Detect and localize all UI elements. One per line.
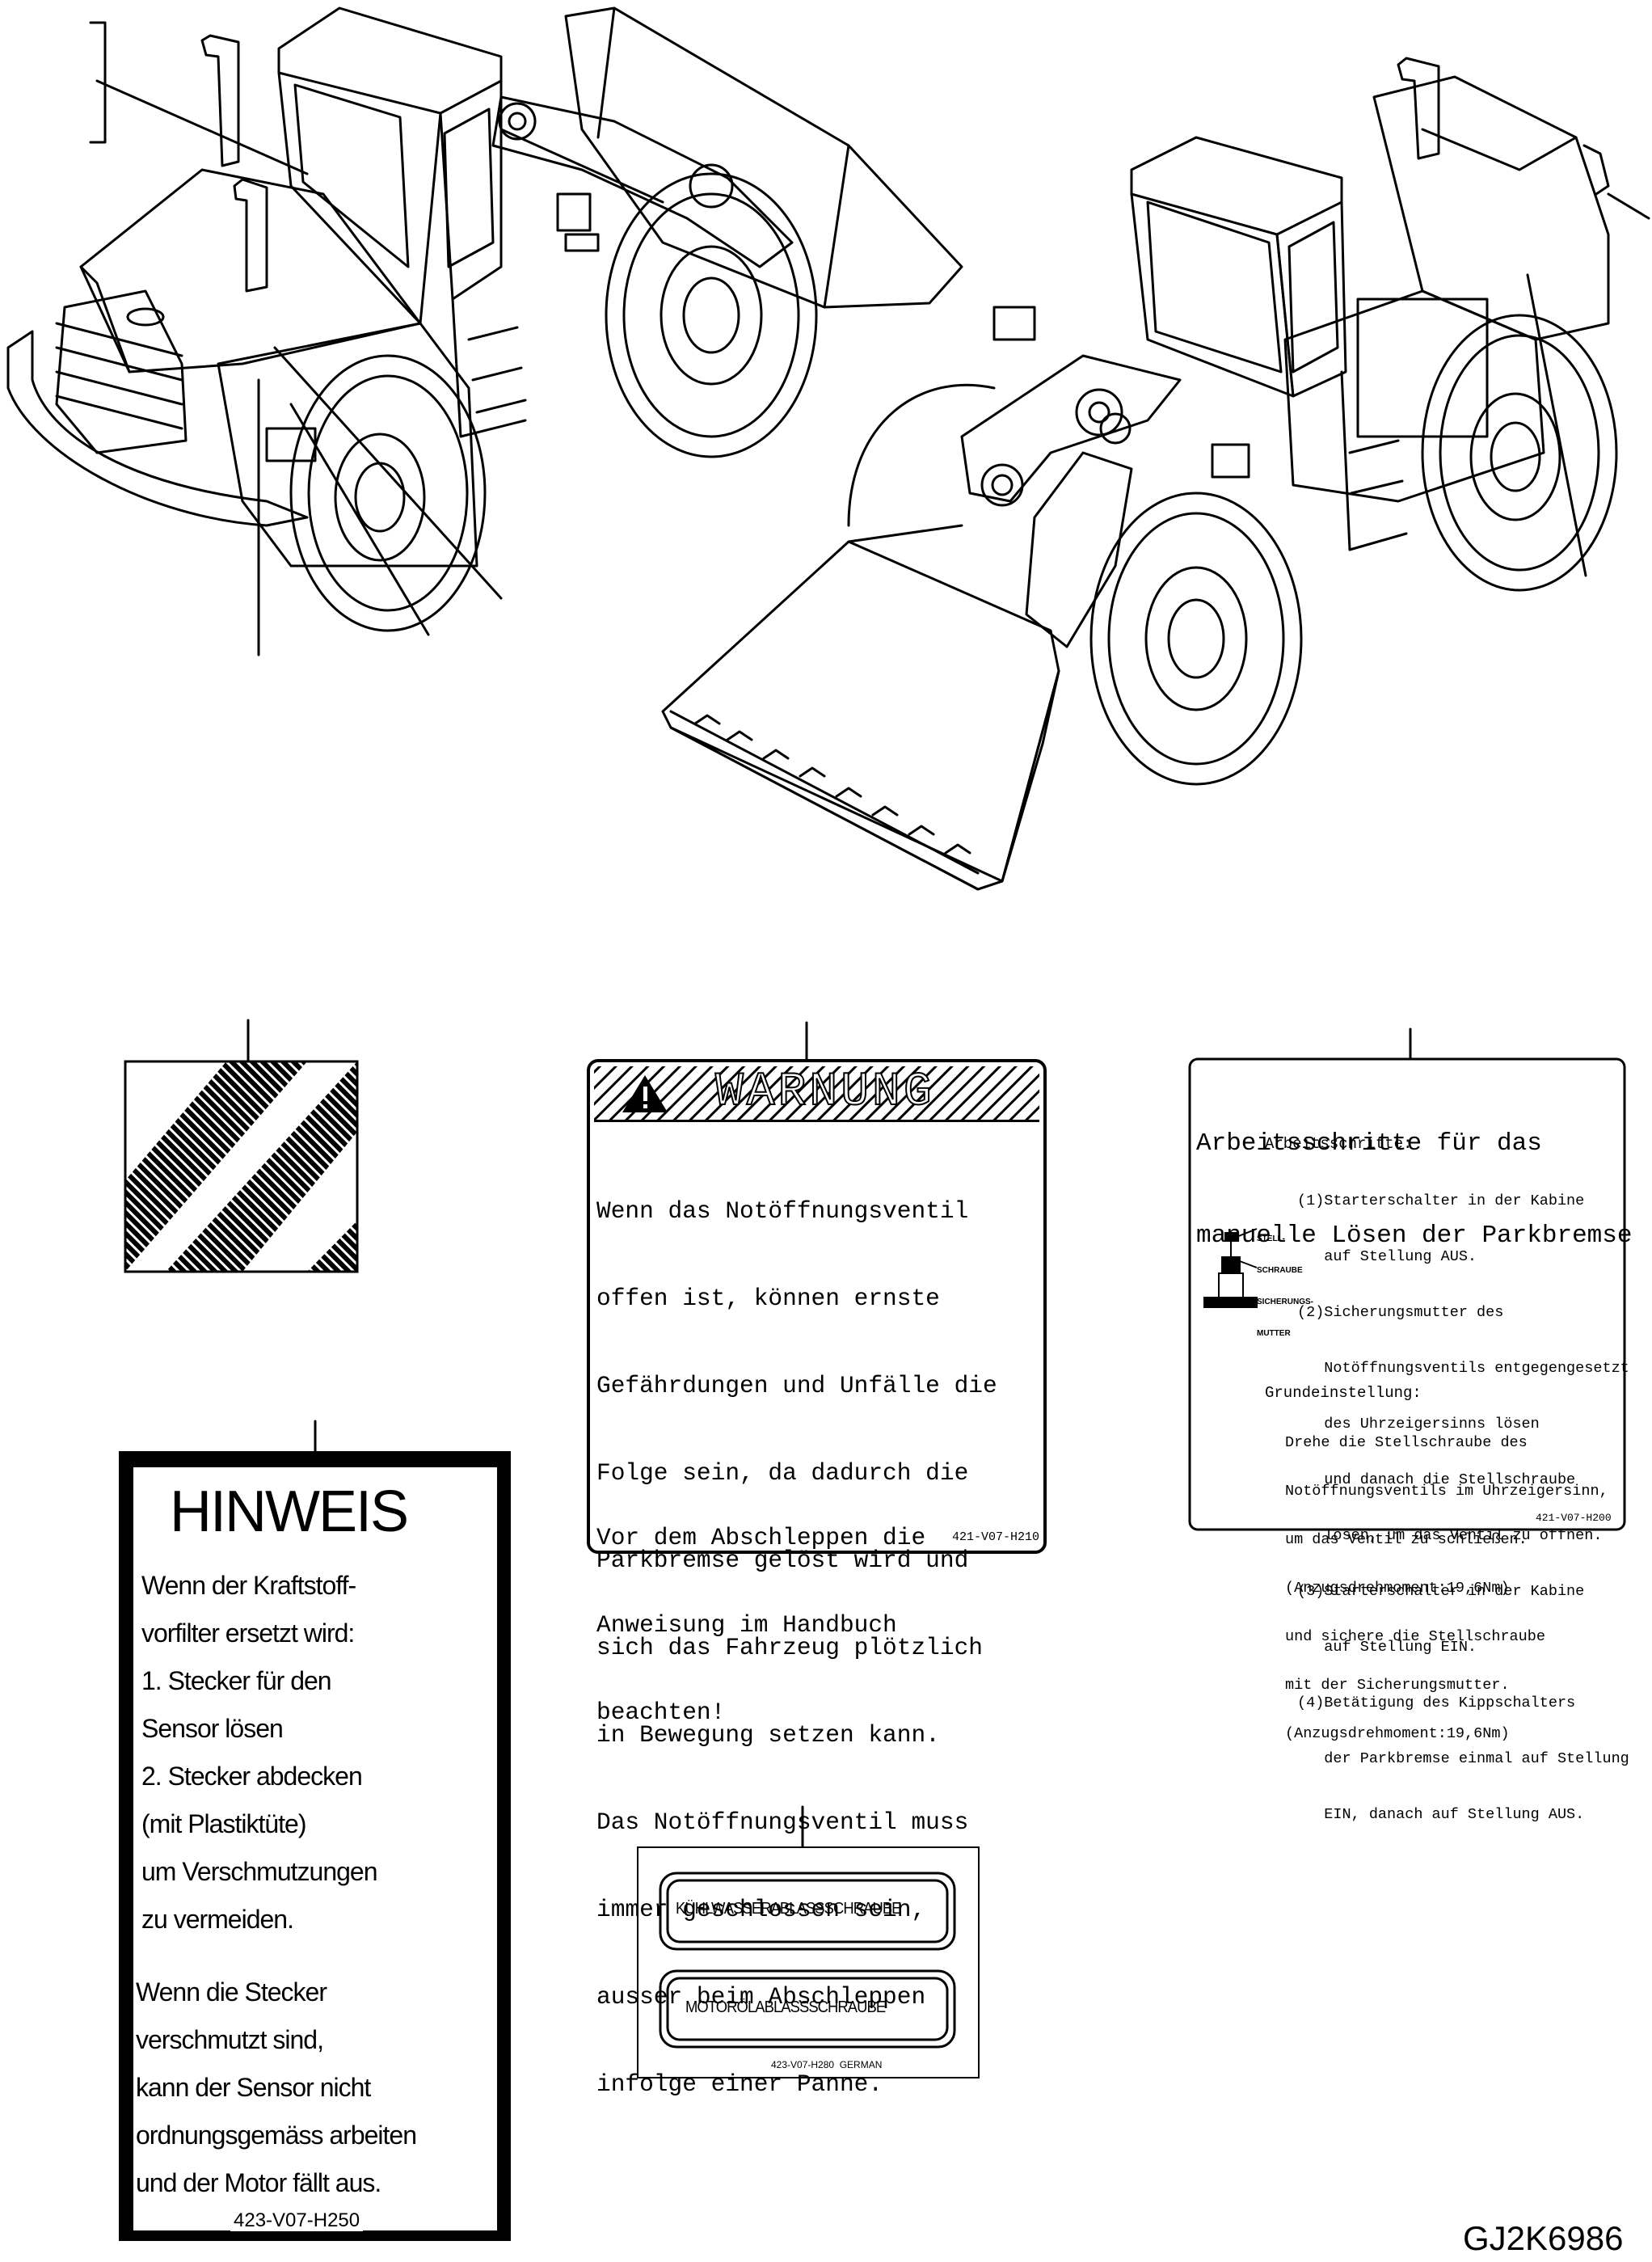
parking-basic-line: mit der Sicherungsmutter. bbox=[1285, 1677, 1510, 1694]
stripe-warning-label bbox=[124, 1060, 359, 1273]
wheel-loader-rear-view bbox=[6, 6, 963, 656]
notice-line: vorfilter ersetzt wird: bbox=[141, 1618, 355, 1648]
oil-drain-text: MOTORÖLABLASSSCHRAUBE bbox=[685, 1998, 886, 2016]
parking-step-line: und danach die Stellschraube bbox=[1297, 1471, 1576, 1488]
notice-line: und der Motor fällt aus. bbox=[136, 2168, 381, 2197]
warning-line: Wenn das Notöffnungsventil bbox=[596, 1197, 969, 1225]
warning-line: infolge einer Panne. bbox=[596, 2070, 883, 2098]
parking-step-line: auf Stellung AUS. bbox=[1297, 1248, 1477, 1265]
warning-line: Das Notöffnungsventil muss bbox=[596, 1808, 969, 1836]
notice-line: um Verschmutzungen bbox=[141, 1857, 377, 1886]
parking-basic: Drehe die Stellschraube des Notöffnungsv… bbox=[1285, 1403, 1608, 1758]
notice-line: 2. Stecker abdecken bbox=[141, 1762, 363, 1791]
parking-step-line: (2)Sicherungsmutter des bbox=[1297, 1304, 1504, 1321]
coolant-drain-text: KÜHLWASSERABLASSSCHRAUBE bbox=[676, 1900, 901, 1918]
parking-step-line: (4)Betätigung des Kippschalters bbox=[1297, 1694, 1576, 1711]
notice-code: 423-V07-H250 bbox=[230, 2210, 364, 2231]
warning-line: Vor dem Abschleppen die bbox=[596, 1524, 926, 1551]
notice-line: 1. Stecker für den bbox=[141, 1666, 332, 1695]
parking-basic-line: (Anzugsdrehmoment:19,6Nm) bbox=[1285, 1725, 1510, 1742]
warning-body-2: Vor dem Abschleppen die Anweisung im Han… bbox=[596, 1465, 925, 1756]
parking-title: Arbeitsschritte für das manuelle Lösen d… bbox=[1196, 1067, 1633, 1282]
parking-basic-line: (Anzugsdrehmoment:19,6Nm) bbox=[1285, 1580, 1510, 1597]
drain-label-frame bbox=[637, 1846, 980, 2078]
warning-code: 421-V07-H210 bbox=[952, 1530, 1040, 1544]
parking-step-line: auf Stellung EIN. bbox=[1297, 1639, 1477, 1656]
parking-basic-line: und sichere die Stellschraube bbox=[1285, 1628, 1545, 1645]
valve-label: STELL- bbox=[1257, 1234, 1285, 1243]
warning-body: Wenn das Notöffnungsventil offen ist, kö… bbox=[596, 1138, 997, 2128]
warning-line: ausser beim Abschleppen bbox=[596, 1983, 926, 2011]
parking-title-line: manuelle Lösen der Parkbremse bbox=[1196, 1222, 1633, 1250]
parking-basic-line: Notöffnungsventils im Uhrzeigersinn, bbox=[1285, 1483, 1608, 1500]
parking-step-line: des Uhrzeigersinns lösen bbox=[1297, 1416, 1540, 1433]
warning-line: Anweisung im Handbuch bbox=[596, 1611, 897, 1639]
parking-basic-heading: Grundeinstellung: bbox=[1265, 1384, 1422, 1402]
parking-basic-line: um das Ventil zu schließen. bbox=[1285, 1531, 1528, 1548]
notice-body-2: Wenn die Stecker verschmutzt sind, kann … bbox=[136, 1969, 417, 2207]
parking-steps: (1)Starterschalter in der Kabine auf Ste… bbox=[1297, 1154, 1629, 1842]
notice-line: Wenn der Kraftstoff- bbox=[141, 1571, 356, 1600]
warning-line: Folge sein, da dadurch die bbox=[596, 1459, 969, 1487]
valve-label: SICHERUNGS- bbox=[1257, 1298, 1314, 1306]
notice-line: kann der Sensor nicht bbox=[136, 2073, 371, 2102]
warning-line: immer geschlossen sein, bbox=[596, 1896, 926, 1923]
valve-label: MUTTER bbox=[1257, 1329, 1291, 1338]
valve-icon bbox=[1203, 1228, 1258, 1308]
parking-step-line: der Parkbremse einmal auf Stellung bbox=[1297, 1750, 1629, 1767]
parking-step-line: lösen, um das Ventil zu öffnen. bbox=[1297, 1527, 1603, 1544]
parking-brake-label-frame bbox=[1188, 1057, 1626, 1531]
warning-line: Gefährdungen und Unfälle die bbox=[596, 1372, 997, 1399]
notice-line: zu vermeiden. bbox=[141, 1905, 294, 1934]
notice-label-frame bbox=[119, 1451, 511, 2241]
drain-code: 423-V07-H280 GERMAN bbox=[771, 2059, 883, 2070]
warning-line: Parkbremse gelöst wird und bbox=[596, 1547, 969, 1574]
valve-diagram-labels: STELL- SCHRAUBE SICHERUNGS- MUTTER bbox=[1257, 1213, 1313, 1349]
warning-title: WARNUNG bbox=[714, 1066, 935, 1120]
parking-code: 421-V07-H200 bbox=[1536, 1512, 1612, 1524]
warning-label-frame bbox=[587, 1059, 1047, 1554]
parking-step-line: (3)Starterschalter in der Kabine bbox=[1297, 1583, 1585, 1600]
drawing-code: GJ2K6986 bbox=[1463, 2219, 1624, 2257]
notice-line: verschmutzt sind, bbox=[136, 2025, 324, 2054]
parking-step-line: EIN, danach auf Stellung AUS. bbox=[1297, 1806, 1585, 1823]
warning-line: offen ist, können ernste bbox=[596, 1285, 940, 1312]
wheel-loader-front-view bbox=[661, 57, 1650, 891]
notice-line: (mit Plastiktüte) bbox=[141, 1809, 306, 1838]
notice-title: HINWEIS bbox=[170, 1479, 409, 1544]
warning-line: beachten! bbox=[596, 1699, 726, 1726]
parking-step-line: (1)Starterschalter in der Kabine bbox=[1297, 1192, 1585, 1209]
valve-label: SCHRAUBE bbox=[1257, 1266, 1303, 1275]
parking-basic-line: Drehe die Stellschraube des bbox=[1285, 1434, 1528, 1451]
notice-line: Wenn die Stecker bbox=[136, 1977, 327, 2007]
notice-body-1: Wenn der Kraftstoff- vorfilter ersetzt w… bbox=[141, 1562, 377, 1943]
notice-line: ordnungsgemäss arbeiten bbox=[136, 2121, 417, 2150]
warning-line: sich das Fahrzeug plötzlich bbox=[596, 1634, 983, 1661]
parking-title-line: Arbeitsschritte für das bbox=[1196, 1129, 1542, 1158]
parking-steps-heading: Arbeitsschritte: bbox=[1265, 1135, 1413, 1153]
notice-line: Sensor lösen bbox=[141, 1714, 284, 1743]
warning-line: in Bewegung setzen kann. bbox=[596, 1721, 940, 1749]
parking-step-line: Notöffnungsventils entgegengesetzt bbox=[1297, 1360, 1629, 1377]
